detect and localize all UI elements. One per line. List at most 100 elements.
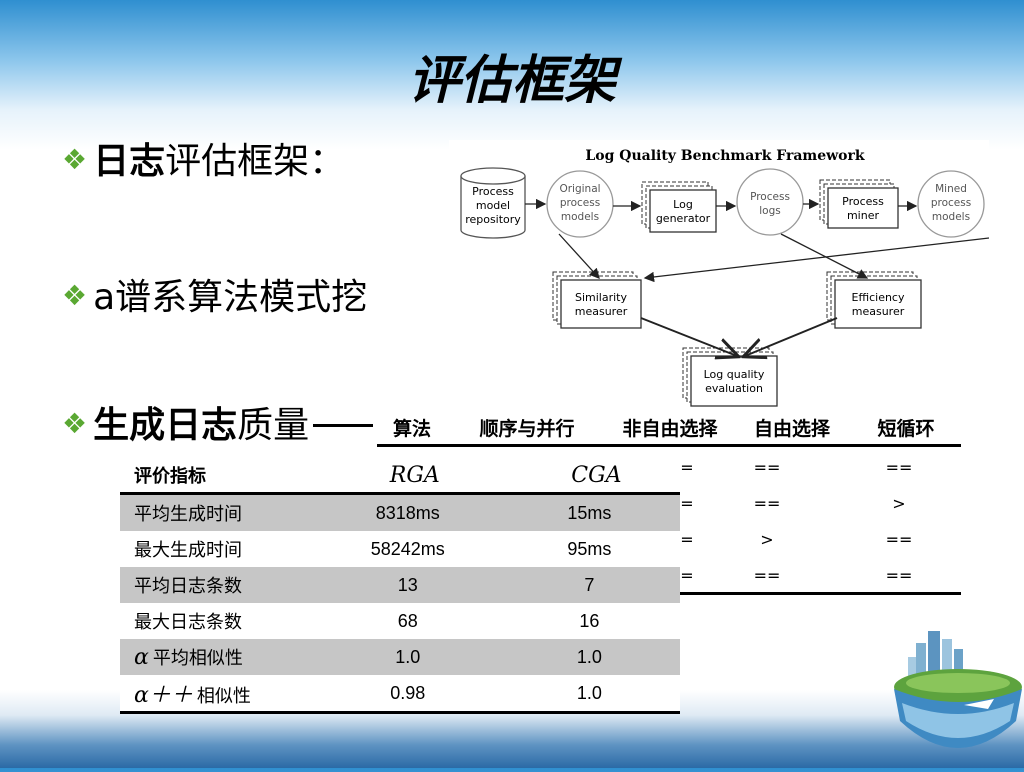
- cell: =: [680, 530, 694, 549]
- process-logs-node: Process logs: [736, 168, 804, 236]
- log-generator-node: Log generator: [641, 181, 717, 233]
- rga-cell: 8318ms: [316, 493, 499, 531]
- cell: ==: [885, 566, 913, 585]
- metric-cell: 最大生成时间: [134, 540, 242, 561]
- repository-node: Process model repository: [460, 167, 526, 239]
- bullet-log-framework: ❖日志评估框架：: [62, 132, 345, 184]
- rga-cell: 13: [316, 567, 499, 603]
- bullet-log-quality: ❖生成日志质量: [62, 396, 374, 448]
- bullet-alpha-algorithm: ❖a谱系算法模式挖: [62, 268, 367, 320]
- cell: =: [680, 458, 694, 477]
- node-label: Original: [559, 183, 600, 195]
- node-label: Process: [472, 185, 514, 198]
- cga-cell: 95ms: [567, 538, 612, 559]
- cga-cell: 15ms: [498, 493, 680, 531]
- table-row: α＋＋相似性 0.98 1.0: [120, 675, 680, 714]
- table-rule: [677, 592, 961, 595]
- diamond-bullet-icon: ❖: [62, 279, 88, 312]
- header-rga: RGA: [316, 458, 499, 495]
- cga-cell: 16: [579, 610, 600, 631]
- rga-cell: 58242ms: [370, 538, 445, 559]
- cell: =: [680, 494, 694, 513]
- evaluation-table: 评价指标 RGA CGA 平均生成时间 8318ms 15ms 最大生成时间 5…: [120, 458, 680, 714]
- node-label: Process: [750, 191, 790, 203]
- evaluation-header-row: 评价指标 RGA CGA: [120, 458, 680, 495]
- bullet-bold-text: 日志: [93, 141, 166, 182]
- metric-cell: 最大日志条数: [134, 612, 242, 633]
- comparison-row: =====: [677, 566, 961, 585]
- comparison-table: 算法 顺序与并行 非自由选择 自由选择 短循环 ===== ===> =>== …: [377, 410, 961, 595]
- cell: >: [892, 494, 906, 513]
- rga-cell: 68: [397, 610, 418, 631]
- comparison-row: ===>: [677, 494, 961, 513]
- log-quality-evaluation-node: Log quality evaluation: [682, 347, 778, 407]
- cell: ==: [753, 494, 781, 513]
- bullet-text: 质量: [237, 405, 310, 446]
- table-row: 最大日志条数 68 16: [120, 603, 680, 639]
- comparison-row: =>==: [677, 530, 961, 549]
- original-models-node: Original process models: [546, 170, 614, 238]
- header-cell: 自由选择: [753, 417, 830, 440]
- cell: ==: [753, 458, 781, 477]
- cga-cell: 7: [498, 567, 680, 603]
- cell: ==: [753, 566, 781, 585]
- table-row: 平均生成时间 8318ms 15ms: [120, 493, 680, 531]
- node-label: Process: [842, 195, 884, 208]
- cga-cell: 1.0: [498, 639, 680, 675]
- header-cga: CGA: [498, 458, 680, 495]
- table-row: 最大生成时间 58242ms 95ms: [120, 531, 680, 567]
- bullet-text: a谱系算法模式挖: [93, 277, 368, 318]
- header-cell: 非自由选择: [622, 417, 718, 440]
- node-label: model: [476, 199, 510, 212]
- node-label: repository: [465, 213, 521, 226]
- node-label: Log: [673, 198, 693, 211]
- diagram-edges: [525, 198, 989, 356]
- rga-cell: 0.98: [316, 675, 499, 714]
- node-label: Mined: [935, 183, 967, 195]
- node-label: Efficiency: [852, 291, 905, 304]
- node-label: process: [560, 197, 600, 209]
- efficiency-measurer-node: Efficiency measurer: [826, 271, 922, 329]
- header-cell: 算法: [392, 417, 431, 440]
- slide-title: 评估框架: [407, 51, 616, 111]
- metric-cell: 平均生成时间: [120, 493, 317, 531]
- node-label: generator: [656, 212, 711, 225]
- node-label: evaluation: [705, 382, 763, 395]
- bullet-text: 评估框架：: [165, 141, 346, 182]
- cga-cell: 1.0: [498, 675, 680, 714]
- rga-cell: 1.0: [316, 639, 499, 675]
- node-label: models: [932, 211, 970, 223]
- comparison-header: 算法 顺序与并行 非自由选择 自由选择 短循环: [377, 410, 961, 447]
- node-label: measurer: [575, 305, 628, 318]
- process-miner-node: Process miner: [819, 179, 899, 229]
- metric-cell: α＋＋相似性: [120, 675, 317, 714]
- metric-text: 相似性: [196, 686, 251, 707]
- header-cell: 顺序与并行: [479, 417, 575, 440]
- framework-diagram: Log Quality Benchmark Framework Process …: [449, 140, 989, 410]
- diagram-title: Log Quality Benchmark Framework: [585, 148, 864, 164]
- alpha-plus-symbol: α＋＋: [134, 683, 193, 708]
- alpha-symbol: α: [134, 645, 149, 670]
- cell: ==: [885, 530, 913, 549]
- node-label: miner: [847, 209, 880, 222]
- header-metric: 评价指标: [120, 458, 317, 495]
- mined-models-node: Mined process models: [917, 170, 985, 238]
- node-label: process: [931, 197, 971, 209]
- node-label: measurer: [852, 305, 905, 318]
- globe-city-icon: [884, 625, 1024, 768]
- comparison-row: =====: [677, 458, 961, 477]
- diamond-bullet-icon: ❖: [62, 143, 88, 176]
- node-label: Log quality: [704, 368, 765, 381]
- diamond-bullet-icon: ❖: [62, 407, 88, 440]
- cell: =: [680, 566, 694, 585]
- cell: ==: [885, 458, 913, 477]
- table-row: 平均日志条数 13 7: [120, 567, 680, 603]
- bullet-dash: [313, 424, 374, 427]
- node-label: logs: [759, 205, 780, 217]
- metric-text: 平均相似性: [152, 648, 243, 669]
- similarity-measurer-node: Similarity measurer: [552, 271, 642, 329]
- header-cell: 短循环: [877, 417, 935, 440]
- node-label: models: [561, 211, 599, 223]
